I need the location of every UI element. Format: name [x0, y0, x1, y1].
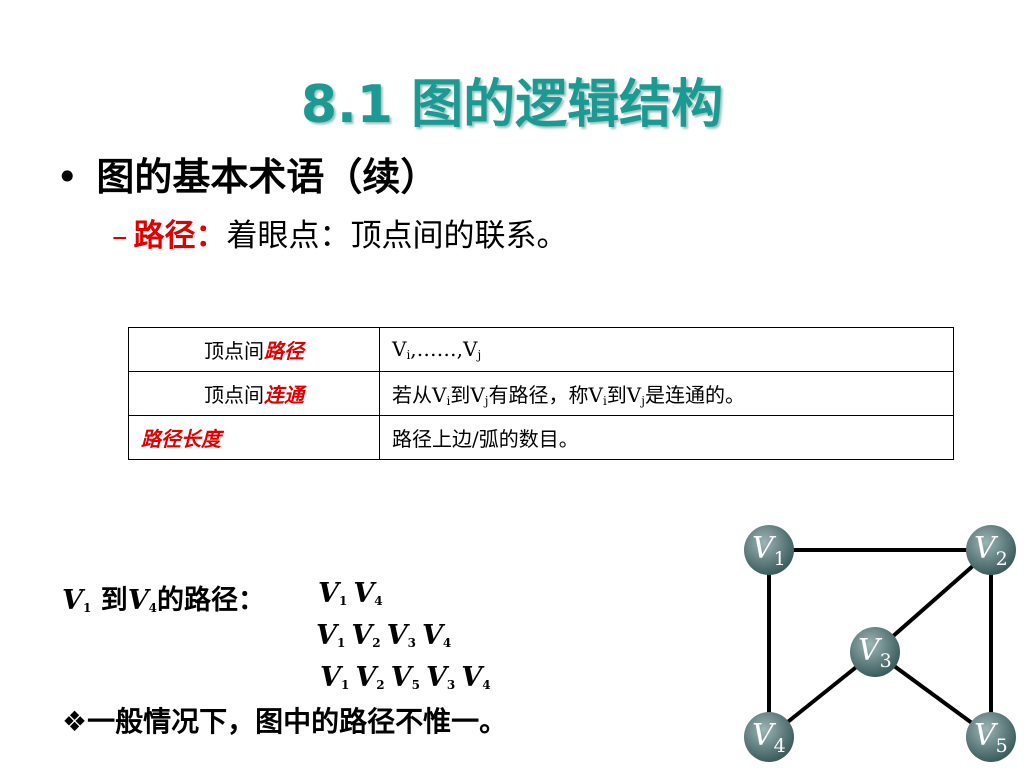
note-paths-not-unique: ❖一般情况下，图中的路径不惟一。 — [62, 705, 508, 738]
path-label: V1 到V4的路径： — [62, 585, 266, 616]
table-cell-definition: 路径上边/弧的数目。 — [379, 415, 954, 460]
graph-vertex-v1: V1 — [744, 525, 794, 575]
path-vertex: V1 — [318, 578, 348, 609]
table-cell-term: 顶点间连通 — [128, 371, 380, 416]
graph-edge — [873, 548, 993, 654]
path-vertex: V1 — [316, 620, 346, 651]
sub-bullet-path: –路径：着眼点：顶点间的联系。 — [112, 210, 568, 255]
table-row: 顶点间路径 Vi,……,Vj — [128, 327, 954, 372]
graph-vertex-v5: V5 — [966, 712, 1016, 762]
path-vertex: V4 — [353, 578, 383, 609]
path-vertex: V2 — [351, 620, 381, 651]
term-prefix: 顶点间 — [204, 383, 264, 407]
bullet-text: 图的基本术语（续） — [96, 155, 439, 199]
table-row: 顶点间连通 若从Vi到Vj有路径，称Vi到Vj是连通的。 — [128, 371, 954, 416]
table-cell-definition: 若从Vi到Vj有路径，称Vi到Vj是连通的。 — [379, 371, 954, 416]
term-keyword: 路径长度 — [141, 427, 221, 451]
path-vertex: V2 — [355, 662, 385, 693]
table-cell-definition: Vi,……,Vj — [379, 327, 954, 372]
bullet-dot: • — [56, 155, 79, 199]
term-prefix: 顶点间 — [204, 339, 264, 363]
table-row: 路径长度 路径上边/弧的数目。 — [128, 415, 954, 460]
path-vertex: V4 — [461, 662, 491, 693]
path-vertex: V4 — [421, 620, 452, 651]
terms-table: 顶点间路径 Vi,……,Vj 顶点间连通 若从Vi到Vj有路径，称Vi到Vj是连… — [128, 327, 954, 460]
path-vertex: V3 — [386, 620, 416, 651]
table-cell-term: 顶点间路径 — [128, 327, 380, 372]
sub-bullet-dash: – — [112, 218, 128, 254]
term-keyword: 连通 — [264, 383, 304, 407]
graph-vertex-v4: V4 — [744, 712, 794, 762]
term-keyword: 路径 — [264, 339, 304, 363]
term-path: 路径： — [133, 218, 227, 254]
term-description: 着眼点：顶点间的联系。 — [226, 218, 568, 254]
bullet-basic-terms: • 图的基本术语（续） — [56, 146, 438, 201]
graph-vertex-v2: V2 — [966, 525, 1016, 575]
slide-title: 8.1 图的逻辑结构 — [300, 75, 724, 135]
table-cell-term: 路径长度 — [128, 415, 380, 460]
path-vertex: V5 — [390, 662, 420, 693]
graph-vertex-v3: V3 — [850, 627, 900, 677]
path-vertex: V3 — [425, 662, 456, 693]
path-vertex: V1 — [320, 662, 350, 693]
